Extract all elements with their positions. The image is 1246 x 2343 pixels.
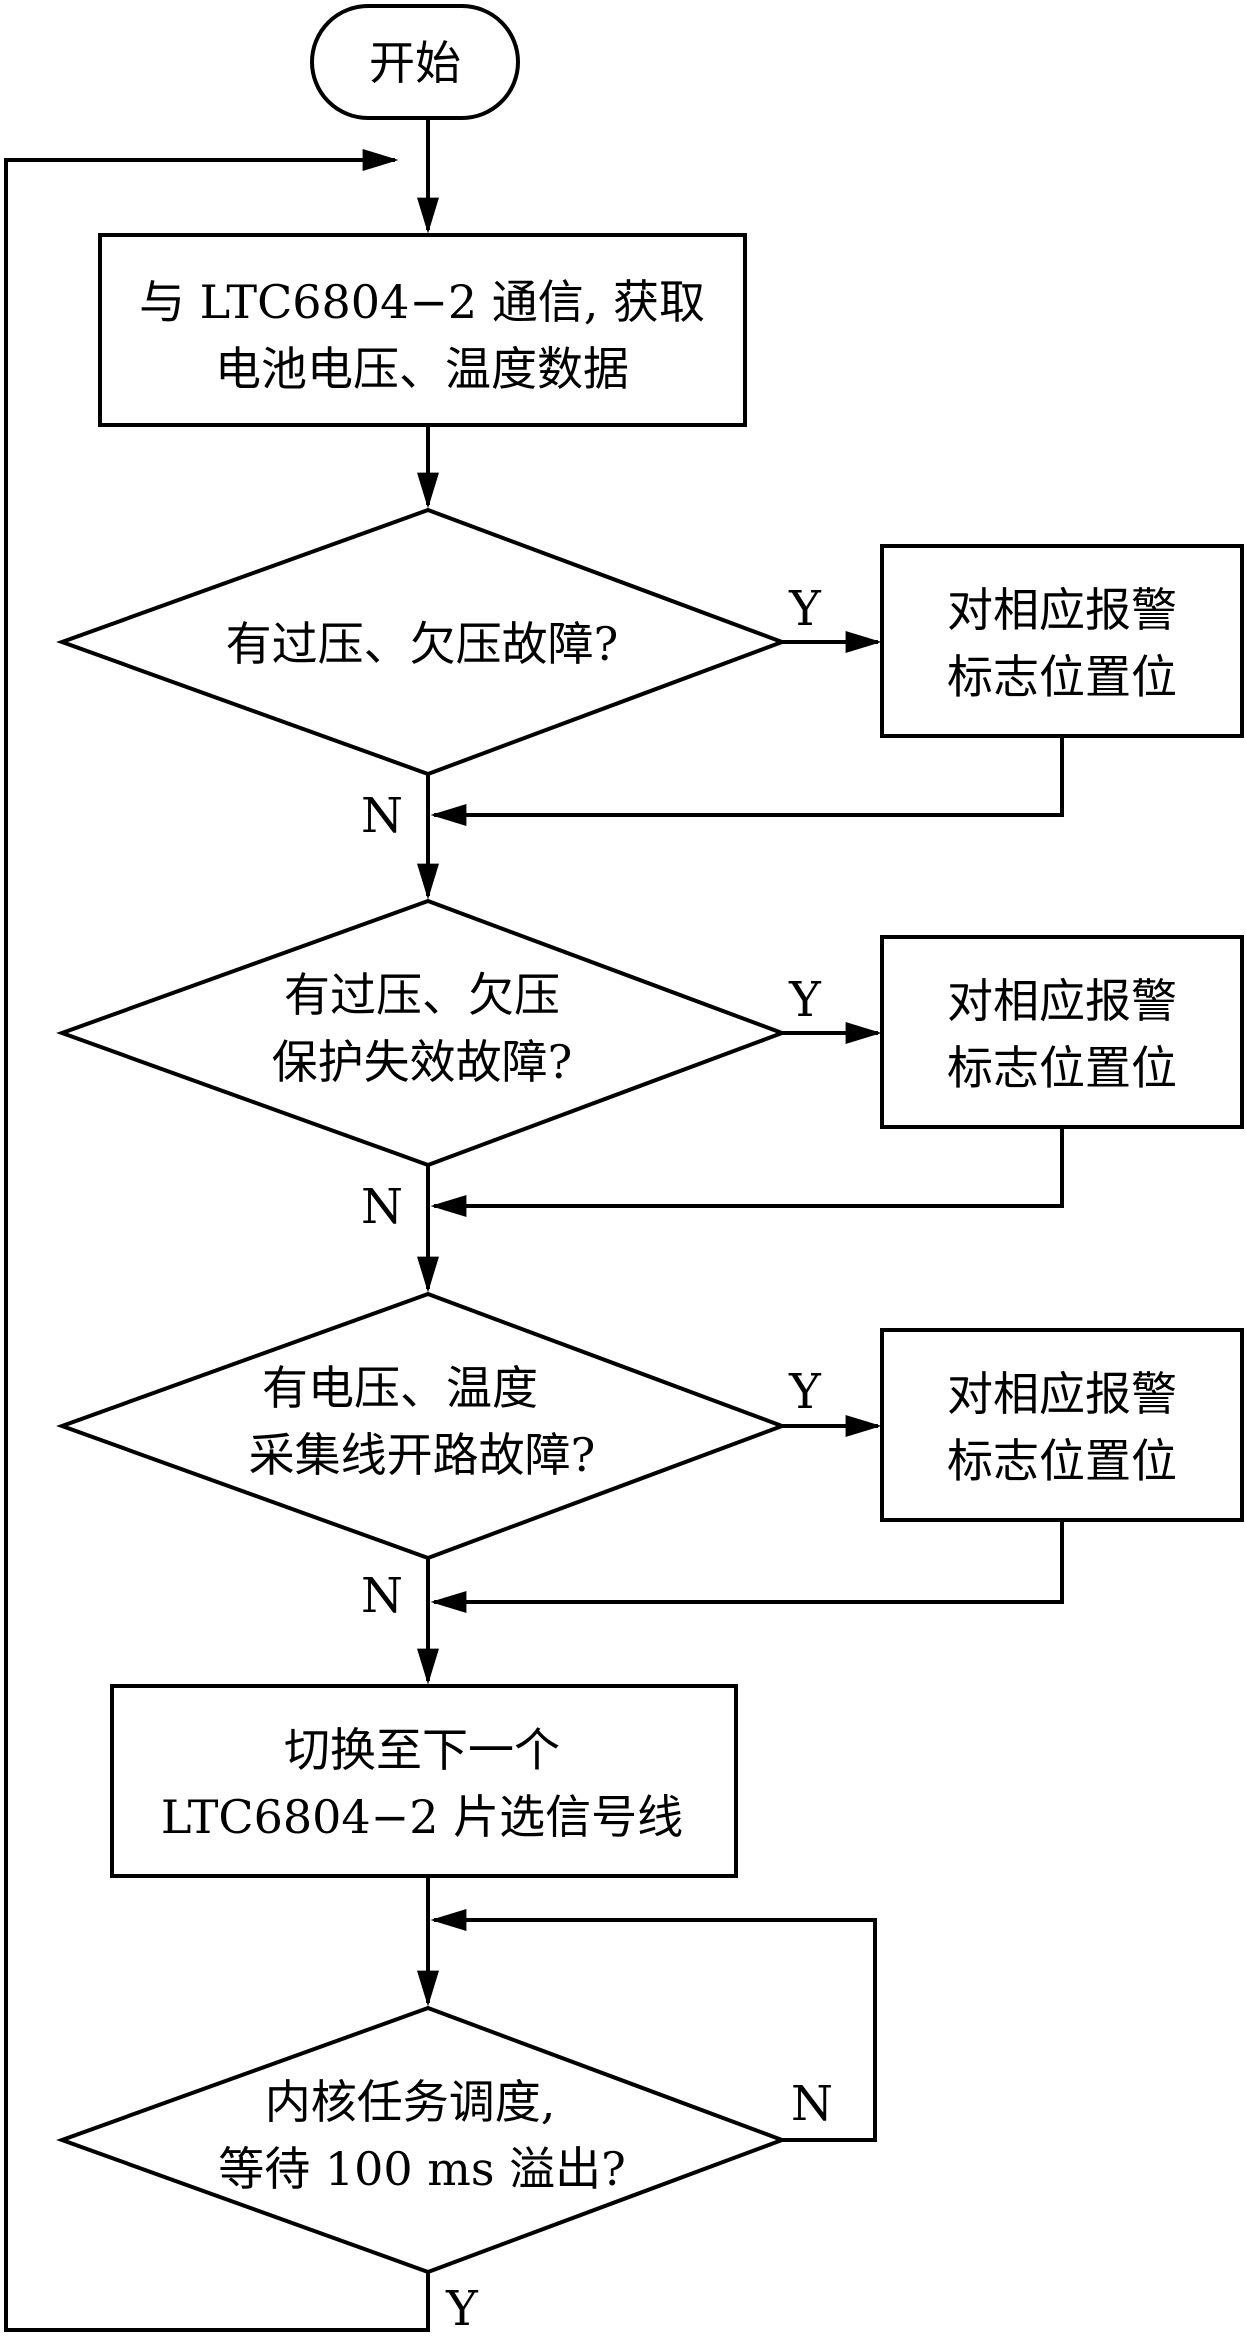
decision4-no-connector bbox=[430, 1909, 877, 2142]
process-acquire-data-line1: 与 LTC6804−2 通信, 获取 bbox=[139, 275, 705, 329]
decision-protection-failure-line2: 保护失效故障? bbox=[272, 1035, 573, 1089]
decision1-no-label: N bbox=[361, 788, 403, 844]
decision3-yes-label: Y bbox=[788, 1364, 822, 1420]
decision1-yes-label: Y bbox=[788, 581, 822, 637]
action-set-alarm-flag-2-line2: 标志位置位 bbox=[947, 1041, 1177, 1095]
decision-protection-failure bbox=[56, 898, 788, 1168]
decision-wait-timeout-line1: 内核任务调度, bbox=[265, 2075, 556, 2129]
loop-back-connector bbox=[4, 149, 430, 2332]
decision3-no-label: N bbox=[361, 1568, 403, 1624]
decision2-no-label: N bbox=[361, 1179, 403, 1235]
decision-protection-failure-line1: 有过压、欠压 bbox=[284, 968, 560, 1022]
decision-wait-timeout bbox=[56, 2005, 788, 2275]
action3-return-connector bbox=[430, 1520, 1064, 1613]
process-acquire-data bbox=[98, 233, 747, 427]
process-switch-chip-select bbox=[110, 1684, 738, 1878]
process-switch-chip-select-line1: 切换至下一个 bbox=[284, 1723, 560, 1777]
decision4-no-label: N bbox=[791, 2076, 833, 2132]
action-set-alarm-flag-3-line2: 标志位置位 bbox=[947, 1434, 1177, 1488]
action1-return-connector bbox=[430, 736, 1064, 826]
process-acquire-data-line2: 电池电压、温度数据 bbox=[215, 342, 629, 396]
decision-wait-timeout-line2: 等待 100 ms 溢出? bbox=[218, 2142, 626, 2196]
start-label: 开始 bbox=[369, 36, 461, 90]
decision-open-circuit-line1: 有电压、温度 bbox=[262, 1361, 538, 1415]
decision-overvoltage-undervoltage-text: 有过压、欠压故障? bbox=[226, 617, 619, 671]
action-set-alarm-flag-2 bbox=[880, 935, 1244, 1129]
action-set-alarm-flag-1-line1: 对相应报警 bbox=[947, 583, 1177, 637]
process-switch-chip-select-line2: LTC6804−2 片选信号线 bbox=[161, 1790, 683, 1844]
decision-open-circuit-line2: 采集线开路故障? bbox=[249, 1428, 596, 1482]
action-set-alarm-flag-3 bbox=[880, 1328, 1244, 1522]
action-set-alarm-flag-3-line1: 对相应报警 bbox=[947, 1367, 1177, 1421]
action-set-alarm-flag-1 bbox=[880, 544, 1244, 738]
decision4-yes-label: Y bbox=[445, 2281, 479, 2337]
action-set-alarm-flag-1-line2: 标志位置位 bbox=[947, 650, 1177, 704]
action2-return-connector bbox=[430, 1127, 1064, 1217]
decision2-yes-label: Y bbox=[788, 972, 822, 1028]
action-set-alarm-flag-2-line1: 对相应报警 bbox=[947, 974, 1177, 1028]
start-terminal bbox=[310, 4, 520, 120]
decision-open-circuit bbox=[56, 1291, 788, 1561]
